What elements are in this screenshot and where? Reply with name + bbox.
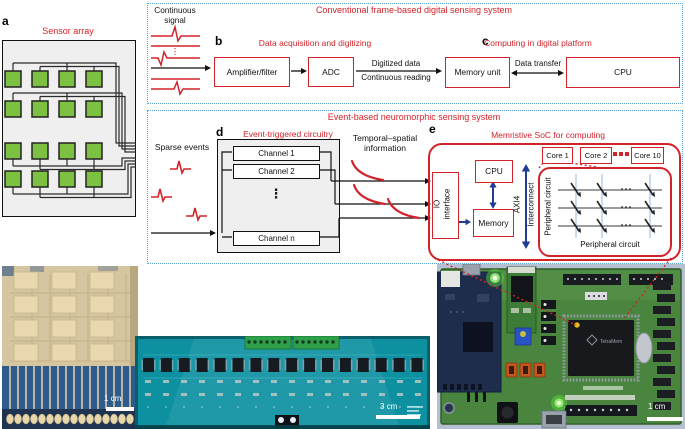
interconnect-label: Interconnect [526,182,536,227]
memory-unit-block: Memory unit [445,57,510,88]
memristor-core-outline [538,167,672,257]
bottom-connector [275,415,299,428]
usb-connector-top [462,264,481,276]
sparse-events-label: Sparse events [154,142,210,152]
core-10-block: Core 10 [631,147,664,164]
channel-2-block: Channel 2 [233,164,320,179]
channel-1-block: Channel 1 [233,146,320,161]
neuromorphic-system-box [147,110,683,264]
peripheral-circuit-left-label: Peripheral circuit [543,177,553,236]
temporal-spatial-label: Temporal–spatial information [352,133,418,153]
panel-letter-e: e [429,122,436,136]
system1-title: Conventional frame-based digital sensing… [315,5,513,15]
io-interface-label: IO interface [432,188,452,220]
silkscreen-text-marks [407,406,423,416]
board-scale-bar [647,417,683,421]
pointer-target-component [574,322,580,328]
led-bottom [551,395,567,411]
film-contact-pads [6,413,134,425]
film-leads [9,366,131,412]
photo-interface-pcb [135,336,430,429]
bottom-headers [565,386,637,416]
panel-letter-d: d [216,125,224,139]
system2-title: Event-based neuromorphic sensing system [327,111,501,122]
data-transfer-label: Data transfer [514,59,562,68]
film-electrodes [13,271,115,362]
continuous-reading-label: Continuous reading [361,73,431,82]
io-interface-block [432,172,459,239]
film-scale-bar [106,407,134,411]
panel-letter-c: c [482,34,489,48]
peripheral-circuit-bottom-label: Peripheral circuit [580,240,640,249]
panel-d-title: Event-triggered circuitry [243,129,333,139]
pcb-scale-bar [376,415,420,419]
sensor-array-panel [2,40,136,217]
memristor-crossbar [558,174,662,238]
potentiometer [514,327,532,346]
daughter-board [437,271,502,393]
board-scale-label: 1 cm [648,402,666,411]
film-traces [10,274,130,362]
panel-b-title: Data acquisition and digitizing [258,38,372,48]
adc-block: ADC [308,57,354,87]
amplifier-filter-block: Amplifier/filter [214,57,290,87]
continuous-signal-label: Continuous signal [154,6,196,25]
mounting-hole [443,402,455,414]
amplifier-chips-row [141,358,424,372]
core-ellipsis-dots [613,152,629,156]
adapter-module [506,266,537,334]
usb-connector-bottom [541,410,567,429]
core-1-block: Core 1 [542,147,573,164]
photo-sensor-film [2,266,138,429]
panel-letter-a: a [2,14,9,28]
panel-a-title: Sensor array [42,26,94,36]
conventional-system-box [147,3,683,104]
oscillator [635,332,653,364]
push-button [497,402,518,423]
chip-brand-label: TetraMem [600,339,622,345]
soc-cpu-block: CPU [475,160,513,183]
panel-letter-b: b [215,34,223,48]
film-scale-label: 1 cm [104,394,122,403]
core-2-block: Core 2 [580,147,612,164]
soc-memory-block: Memory [473,209,514,237]
passive-components [145,380,421,396]
panel-c-title: Computing in digital platform [484,38,592,48]
label-sticker [441,271,460,287]
channel-ellipsis: ⋮ [269,186,283,201]
panel-e-title: Memristive SoC for computing [491,130,605,140]
axi4-label: AXI4 [512,195,522,214]
channel-n-block: Channel n [233,231,320,246]
led-top [486,269,504,287]
pcb-scale-label: 3 cm [380,402,398,411]
digitized-data-label: Digitized data [371,59,421,68]
orange-jumpers [505,362,546,378]
terminal-blocks [244,336,340,350]
cpu-block: CPU [566,57,680,88]
